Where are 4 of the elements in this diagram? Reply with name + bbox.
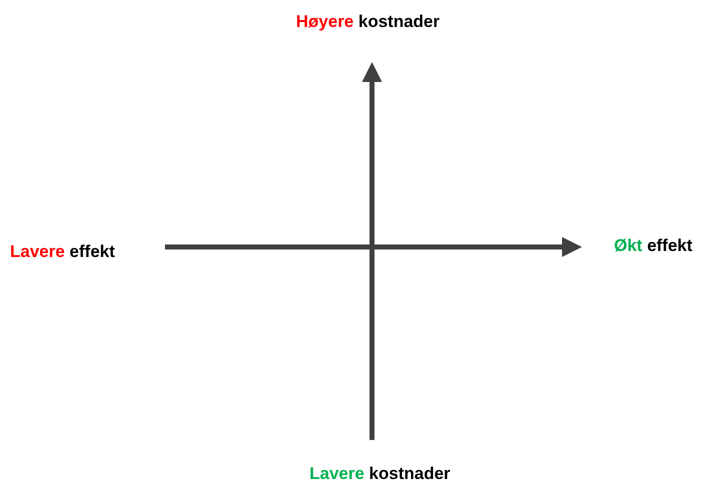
axis-label: Lavere kostnader: [310, 464, 450, 481]
axis-label: Høyere kostnader: [296, 12, 440, 32]
axis-label: Økt effekt: [614, 236, 692, 256]
axis-label: Lavere effekt: [10, 242, 115, 262]
